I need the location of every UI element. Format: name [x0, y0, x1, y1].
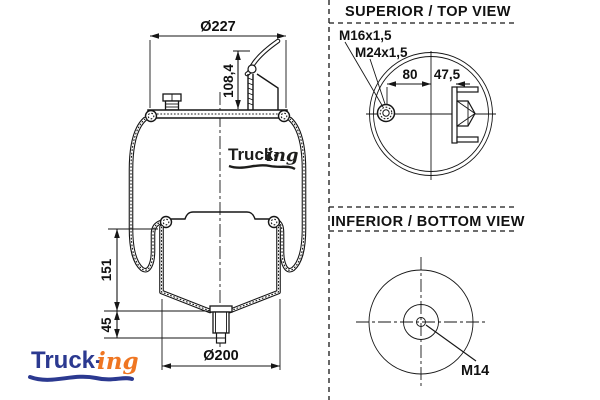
plate-bead-left: [144, 109, 158, 123]
leader-line-m14: [425, 324, 477, 362]
piston: [159, 211, 281, 311]
dimension-piston-height: 151: [99, 228, 158, 311]
dimension-bottom-diameter: Ø200: [161, 299, 281, 370]
brand-watermark-word: Truck-: [228, 145, 279, 164]
piston-bead-left: [159, 215, 173, 229]
dimension-fitting-height: 108,4: [221, 50, 250, 109]
piston-bead-right: [267, 215, 281, 229]
main-side-view: Ø227 108,4: [28, 19, 304, 382]
bottom-view-section: INFERIOR / BOTTOM VIEW M14: [329, 206, 525, 388]
dim-offset-left-label: 80: [402, 67, 417, 82]
dim-piston-height-label: 151: [99, 258, 114, 281]
top-view-title: SUPERIOR / TOP VIEW: [345, 4, 511, 20]
dim-bottom-diameter-label: Ø200: [203, 348, 238, 364]
thread-label-m16: M16x1,5: [339, 28, 392, 43]
brand-watermark-suffix: ing: [266, 145, 299, 166]
dimension-offsets: 80 47,5: [386, 67, 470, 104]
dim-offset-right-label: 47,5: [434, 67, 461, 82]
leader-line-m16: [344, 41, 384, 108]
hex-fitting: [451, 86, 479, 144]
brand-logo: Truck- ing: [28, 347, 139, 382]
piston-wall-right: [230, 227, 279, 311]
leader-line-m24: [369, 58, 386, 105]
brand-watermark: Truck- ing: [228, 145, 299, 171]
piston-top-surface: [171, 211, 269, 220]
piston-wall-left: [162, 227, 211, 311]
brand-logo-swoosh: [28, 374, 134, 382]
top-plate: [144, 109, 291, 123]
combination-fitting-bracket: [244, 38, 281, 110]
bracket-eye: [247, 64, 257, 74]
dimension-stud-length: 45: [99, 310, 226, 339]
dim-stud-length-label: 45: [99, 317, 114, 333]
brand-logo-suffix: ing: [97, 348, 139, 375]
bottom-mounting-stud: [209, 305, 233, 344]
air-inlet-stud: [162, 93, 182, 111]
dimension-top-diameter: Ø227: [149, 19, 287, 108]
brand-logo-word: Truck-: [31, 347, 103, 374]
dim-top-diameter-label: Ø227: [200, 19, 235, 35]
bellows-right-wall: [279, 119, 304, 270]
bottom-view-title: INFERIOR / BOTTOM VIEW: [331, 214, 525, 230]
thread-hole: [376, 103, 396, 123]
brand-watermark-swoosh: [228, 164, 296, 171]
thread-label-m14: M14: [461, 363, 489, 379]
bellows-left-wall: [131, 119, 161, 270]
dim-fitting-height-label: 108,4: [221, 64, 236, 98]
top-view-section: SUPERIOR / TOP VIEW 80 47,5: [329, 4, 516, 180]
thread-label-m24: M24x1,5: [355, 45, 408, 60]
plate-bead-right: [277, 109, 291, 123]
